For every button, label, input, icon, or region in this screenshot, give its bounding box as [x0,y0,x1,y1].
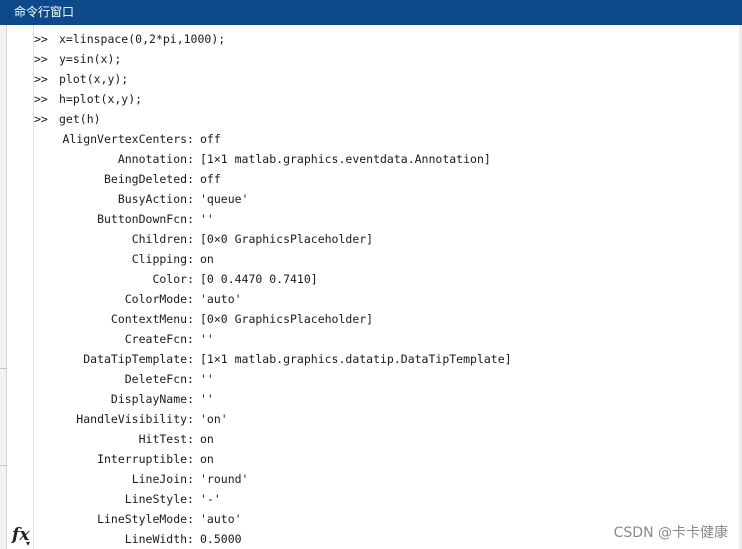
command-line[interactable]: >> plot(x,y); [34,69,734,89]
property-row: Annotation: [1×1 matlab.graphics.eventdat… [34,149,734,169]
property-value: 'auto' [200,512,242,526]
property-value: '' [200,212,214,226]
property-row: DataTipTemplate: [1×1 matlab.graphics.dat… [34,349,734,369]
property-row: ColorMode: 'auto' [34,289,734,309]
property-row: CreateFcn: '' [34,329,734,349]
property-row: DisplayName: '' [34,389,734,409]
property-name: LineStyleMode: [97,512,194,526]
prompt-symbol: >> [34,32,48,46]
command-line[interactable]: >> x=linspace(0,2*pi,1000); [34,29,734,49]
property-value: on [200,252,214,266]
property-name: DataTipTemplate: [83,352,194,366]
command-text: plot(x,y); [59,72,129,86]
property-name: CreateFcn: [124,332,194,346]
property-name: Interruptible: [97,452,194,466]
property-name: HandleVisibility: [76,412,194,426]
property-name: ColorMode: [124,292,194,306]
property-value: off [200,132,221,146]
command-text: x=linspace(0,2*pi,1000); [59,32,226,46]
window-title: 命令行窗口 [14,5,75,19]
command-line[interactable]: >> h=plot(x,y); [34,89,734,109]
property-value: 0.5000 [200,532,242,546]
property-value: '' [200,392,214,406]
property-name: Annotation: [117,152,194,166]
property-value: [0×0 GraphicsPlaceholder] [200,312,374,326]
panel-edge-tick [0,465,7,466]
property-row: BusyAction: 'queue' [34,189,734,209]
property-value: off [200,172,221,186]
window-title-bar[interactable]: 命令行窗口 [0,0,742,25]
property-name: Clipping: [131,252,194,266]
fx-label: fx [12,525,30,545]
property-name: AlignVertexCenters: [62,132,194,146]
property-row: DeleteFcn: '' [34,369,734,389]
command-text: get(h) [59,112,101,126]
chevron-down-icon: ▾ [26,539,31,548]
property-row: LineStyle: '-' [34,489,734,509]
command-list: >> x=linspace(0,2*pi,1000); >> y=sin(x); >> p… [34,29,734,129]
command-text: h=plot(x,y); [59,92,143,106]
property-row: LineWidth: 0.5000 [34,529,734,549]
property-value: 'on' [200,412,228,426]
property-value: '' [200,332,214,346]
property-row: ContextMenu: [0×0 GraphicsPlaceholder] [34,309,734,329]
prompt-symbol: >> [34,112,48,126]
property-row: Color: [0 0.4470 0.7410] [34,269,734,289]
property-row: AlignVertexCenters: off [34,129,734,149]
property-name: BeingDeleted: [103,172,194,186]
scrollbar-track[interactable] [739,25,742,549]
property-row: LineJoin: 'round' [34,469,734,489]
property-value: '-' [200,492,221,506]
prompt-symbol: >> [34,52,48,66]
property-row: Interruptible: on [34,449,734,469]
property-row: HandleVisibility: 'on' [34,409,734,429]
property-row: Clipping: on [34,249,734,269]
command-output[interactable]: >> x=linspace(0,2*pi,1000); >> y=sin(x); >> p… [34,29,734,549]
property-row: HitTest: on [34,429,734,449]
property-name: ButtonDownFcn: [97,212,194,226]
property-row: ButtonDownFcn: '' [34,209,734,229]
property-row: Children: [0×0 GraphicsPlaceholder] [34,229,734,249]
property-value: on [200,452,214,466]
property-name: LineJoin: [131,472,194,486]
prompt-symbol: >> [34,72,48,86]
property-value: [1×1 matlab.graphics.datatip.DataTipTemp… [200,352,512,366]
property-name: HitTest: [138,432,194,446]
property-row: BeingDeleted: off [34,169,734,189]
property-name: BusyAction: [117,192,194,206]
property-name: ContextMenu: [110,312,194,326]
left-panel-edge[interactable] [0,25,7,549]
property-name: DisplayName: [110,392,194,406]
property-value: [0×0 GraphicsPlaceholder] [200,232,374,246]
property-name: Color: [152,272,194,286]
property-value: [1×1 matlab.graphics.eventdata.Annotatio… [200,152,491,166]
property-name: DeleteFcn: [124,372,194,386]
property-name: Children: [131,232,194,246]
command-text: y=sin(x); [59,52,122,66]
property-value: '' [200,372,214,386]
property-value: 'queue' [200,192,249,206]
property-value: [0 0.4470 0.7410] [200,272,318,286]
property-value: on [200,432,214,446]
prompt-symbol: >> [34,92,48,106]
property-name: LineWidth: [124,532,194,546]
command-line[interactable]: >> get(h) [34,109,734,129]
command-gutter [7,25,34,549]
panel-edge-tick [0,368,7,369]
property-name: LineStyle: [124,492,194,506]
property-value: 'round' [200,472,249,486]
watermark: CSDN @卡卡健康 [613,522,728,542]
command-line[interactable]: >> y=sin(x); [34,49,734,69]
property-row: LineStyleMode: 'auto' [34,509,734,529]
fx-function-browser-icon[interactable]: fx [12,525,29,545]
property-value: 'auto' [200,292,242,306]
